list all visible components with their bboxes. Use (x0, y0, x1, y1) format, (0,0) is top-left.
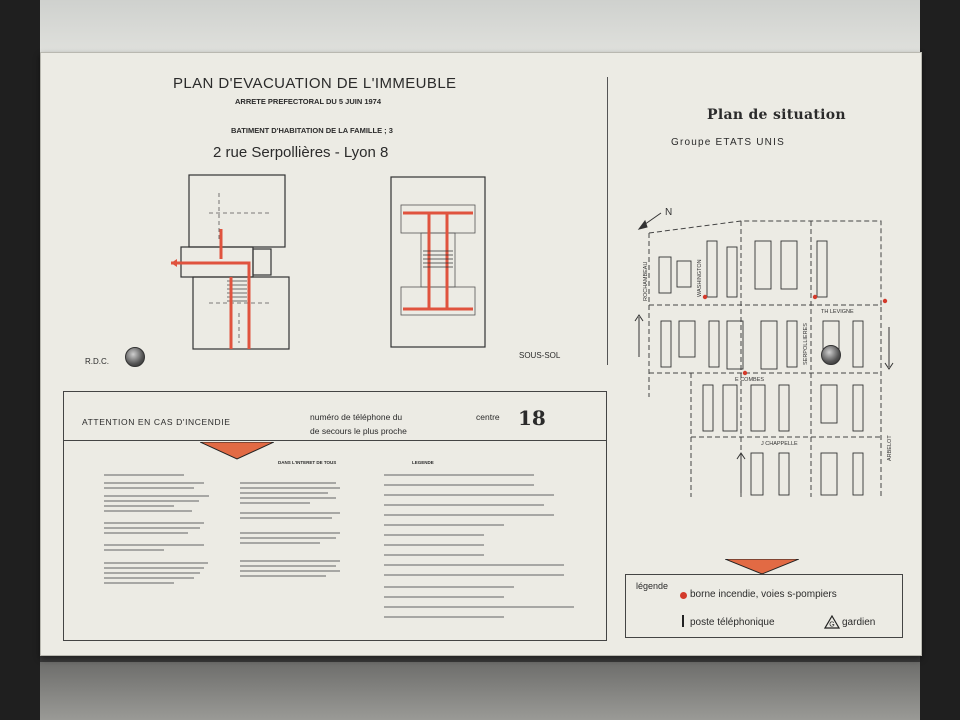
dark-edge-right (920, 0, 960, 720)
legende-item-hydrant: borne incendie, voies s-pompiers (690, 589, 837, 600)
down-arrow-legend (725, 559, 799, 575)
legende-panel: légende borne incendie, voies s-pompiers… (625, 574, 903, 638)
emergency-number: 18 (518, 406, 546, 430)
arrete-line: ARRETE PREFECTORAL DU 5 JUIN 1974 (235, 97, 382, 106)
mounting-screw-left (125, 347, 145, 367)
situation-map: N (634, 207, 894, 497)
rdc-label: R.D.C. (85, 357, 109, 366)
situation-title: Plan de situation (707, 107, 846, 123)
centre-label: centre (476, 412, 500, 422)
phone-line-1: numéro de téléphone du (310, 412, 403, 422)
street-combes: E COMBES (735, 377, 764, 383)
svg-text:G: G (829, 622, 834, 629)
wall-top (40, 0, 920, 52)
attention-divider (64, 440, 606, 441)
plan-title: PLAN D'EVACUATION DE L'IMMEUBLE (173, 75, 457, 92)
legende-item-phone: poste téléphonique (690, 617, 775, 628)
wall-bottom (40, 662, 920, 720)
legende-item-gardien: gardien (842, 617, 876, 628)
attention-panel: ATTENTION EN CAS D'INCENDIE numéro de té… (63, 391, 607, 641)
street-chappelle: J CHAPPELLE (761, 441, 798, 447)
north-label: N (665, 207, 672, 218)
col3-header: LEGENDE (412, 460, 434, 465)
batiment-line: BATIMENT D'HABITATION DE LA FAMILLE ; 3 (231, 126, 393, 135)
street-serpollieres: SERPOLLIERES (803, 323, 809, 365)
street-rochambeau: ROCHAMBEAU (643, 262, 649, 301)
dark-edge-left (0, 0, 40, 720)
soussol-floor-plan (390, 176, 486, 348)
rdc-floor-plan (171, 174, 290, 350)
phone-line-2: de secours le plus proche (310, 426, 407, 436)
evacuation-plan-board: PLAN D'EVACUATION DE L'IMMEUBLE ARRETE P… (40, 52, 922, 656)
street-arbelot: ARBELOT (887, 435, 893, 461)
vertical-divider (607, 77, 608, 365)
col2-header: DANS L'INTERET DE TOUS (278, 460, 337, 465)
mounting-screw-right (821, 345, 841, 365)
soussol-label: SOUS-SOL (519, 351, 561, 360)
phone-icon (682, 615, 690, 627)
street-levigne: TH LEVIGNE (821, 309, 854, 315)
attention-title: ATTENTION EN CAS D'INCENDIE (82, 417, 231, 427)
hydrant-icon (680, 592, 687, 599)
street-washington: WASHINGTON (697, 259, 703, 297)
legende-title: légende (636, 581, 669, 591)
groupe-line: Groupe ETATS UNIS (671, 137, 785, 148)
gardien-icon: G (824, 615, 840, 629)
address-line: 2 rue Serpollières - Lyon 8 (213, 144, 389, 161)
down-arrow-attention (200, 442, 274, 460)
